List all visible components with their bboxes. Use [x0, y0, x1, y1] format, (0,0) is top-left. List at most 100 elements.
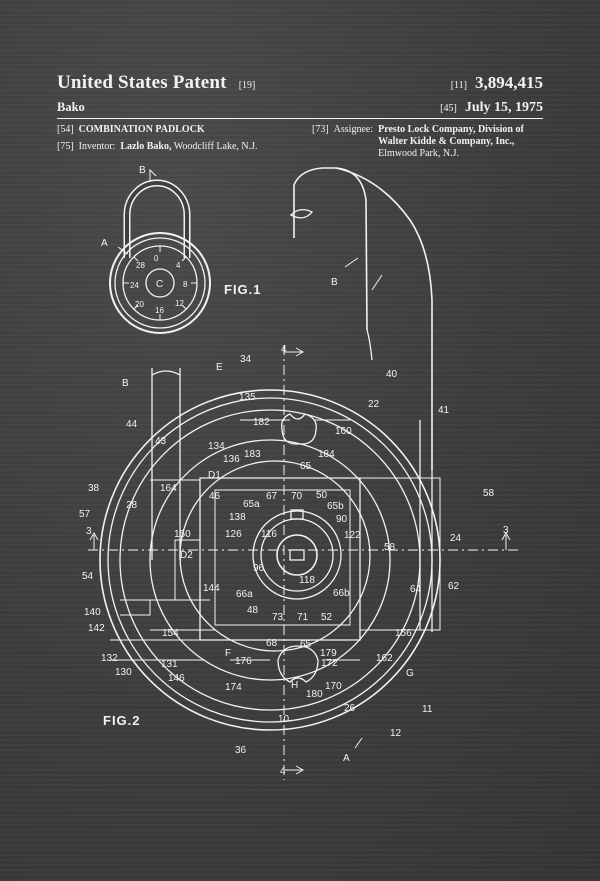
inventor-field-code: [75] — [57, 141, 74, 152]
fig2-label-41: 41 — [438, 405, 450, 416]
fig2-label-150: 150 — [174, 529, 191, 540]
fig2-label-3-left: 3 — [86, 526, 92, 537]
fig2-label-135: 135 — [239, 392, 256, 403]
patent-number: 3,894,415 — [475, 73, 543, 92]
fig2-label-28: 28 — [126, 500, 138, 511]
fig2-label-34: 34 — [240, 354, 252, 365]
fig2-label-176: 176 — [235, 656, 252, 667]
inventor-location: Woodcliff Lake, N.J. — [173, 141, 258, 152]
invention-title: COMBINATION PADLOCK — [78, 124, 205, 135]
fig2-label-134: 134 — [208, 441, 225, 452]
fig2-label-174: 174 — [225, 682, 242, 693]
fig2-label-h: H — [291, 680, 298, 691]
fig2-label-d1: D1 — [208, 470, 221, 481]
fig2-label-26: 26 — [344, 703, 356, 714]
fig2-label-57: 57 — [79, 509, 91, 520]
fig2-padlock-cutaway — [88, 167, 520, 780]
fig1-label-b: B — [139, 165, 146, 176]
svg-text:16: 16 — [155, 306, 164, 315]
fig2-label-140: 140 — [84, 607, 101, 618]
fig2-label-38: 38 — [88, 483, 100, 494]
fig2-label-136: 136 — [223, 454, 240, 465]
fig2-label-4-bottom: 4 — [280, 766, 286, 777]
fig2-label-3-right: 3 — [503, 525, 509, 536]
fig2-label-65a: 65a — [243, 499, 260, 510]
fig2-label-154: 154 — [162, 628, 179, 639]
fig2-label-126: 126 — [225, 529, 242, 540]
fig2-label-70: 70 — [291, 491, 303, 502]
assignee-label: Assignee: — [333, 124, 374, 135]
fig2-label-162: 162 — [376, 653, 393, 664]
fig2-label-146: 146 — [168, 673, 185, 684]
fig2-label-180: 180 — [306, 689, 323, 700]
date-code: [45] — [440, 103, 457, 114]
assignee-line-3: Elmwood Park, N.J. — [378, 148, 459, 159]
fig2-title: FIG.2 — [103, 713, 141, 728]
svg-text:4: 4 — [176, 261, 181, 270]
fig2-label-65b: 65b — [327, 501, 344, 512]
fig2-label-73: 73 — [272, 612, 284, 623]
fig2-label-68: 68 — [266, 638, 278, 649]
fig2-label-a: A — [343, 753, 350, 764]
patent-header: United States Patent[19] [11]3,894,415 B… — [57, 72, 543, 116]
fig2-label-182: 182 — [253, 417, 270, 428]
bib-right: [73] Assignee: Presto Lock Company, Divi… — [312, 124, 552, 160]
patent-number-code: [11] — [450, 80, 467, 91]
fig2-label-132: 132 — [101, 653, 118, 664]
fig2-label-65-low: 65 — [300, 639, 312, 650]
title-field-code: [54] — [57, 124, 74, 135]
svg-text:8: 8 — [183, 280, 188, 289]
fig1-label-c: C — [156, 279, 163, 290]
fig2-label-64: 64 — [410, 584, 422, 595]
svg-text:24: 24 — [130, 281, 139, 290]
fig2-label-122: 122 — [344, 530, 361, 541]
fig2-label-58-right: 58 — [483, 488, 495, 499]
assignee-line-2: Walter Kidde & Company, Inc., — [378, 136, 515, 147]
svg-text:0: 0 — [154, 254, 159, 263]
inventor-surname: Bako — [57, 100, 85, 114]
fig2-label-170: 170 — [325, 681, 342, 692]
fig2-label-36: 36 — [235, 745, 247, 756]
fig2-label-52: 52 — [321, 612, 333, 623]
fig2-label-g: G — [406, 668, 414, 679]
inventor-name: Lazlo Bako, — [120, 141, 172, 152]
fig2-label-46: 46 — [209, 491, 221, 502]
fig2-label-40: 40 — [386, 369, 398, 380]
fig2-label-164: 164 — [160, 483, 177, 494]
fig2-label-67: 67 — [266, 491, 278, 502]
fig2-label-24: 24 — [450, 533, 462, 544]
fig2-label-66a: 66a — [236, 589, 253, 600]
fig2-label-12: 12 — [390, 728, 402, 739]
fig2-label-b-top: B — [331, 277, 338, 288]
svg-text:28: 28 — [136, 261, 145, 270]
assignee-field-code: [73] — [312, 124, 329, 135]
ratchet-gear — [252, 509, 342, 600]
fig2-label-160: 160 — [335, 426, 352, 437]
fig1-label-a: A — [101, 238, 108, 249]
bib-left: [54] COMBINATION PADLOCK [75] Inventor: … — [57, 124, 258, 153]
fig2-label-d2: D2 — [180, 550, 193, 561]
fig2-label-142: 142 — [88, 623, 105, 634]
inventor-label: Inventor: — [78, 141, 116, 152]
fig2-label-22: 22 — [368, 399, 380, 410]
fig2-label-66b: 66b — [333, 588, 350, 599]
patent-title: United States Patent — [57, 72, 227, 93]
fig2-label-e: E — [216, 362, 223, 373]
fig2-label-b-left: B — [122, 378, 129, 389]
fig2-label-f: F — [225, 648, 231, 659]
fig2-label-10: 10 — [278, 714, 290, 725]
fig1-title: FIG.1 — [224, 282, 262, 297]
fig2-label-131: 131 — [161, 659, 178, 670]
header-rule — [57, 118, 543, 119]
fig2-label-54: 54 — [82, 571, 94, 582]
patent-date: July 15, 1975 — [464, 100, 543, 115]
fig2-label-43: 43 — [155, 436, 167, 447]
svg-text:20: 20 — [135, 300, 144, 309]
fig2-label-130: 130 — [115, 667, 132, 678]
fig2-label-62: 62 — [448, 581, 460, 592]
fig2-label-118: 118 — [299, 575, 315, 586]
fig2-label-11: 11 — [422, 704, 433, 715]
fig2-label-48: 48 — [247, 605, 259, 616]
fig2-label-4-top: 4 — [281, 344, 287, 355]
